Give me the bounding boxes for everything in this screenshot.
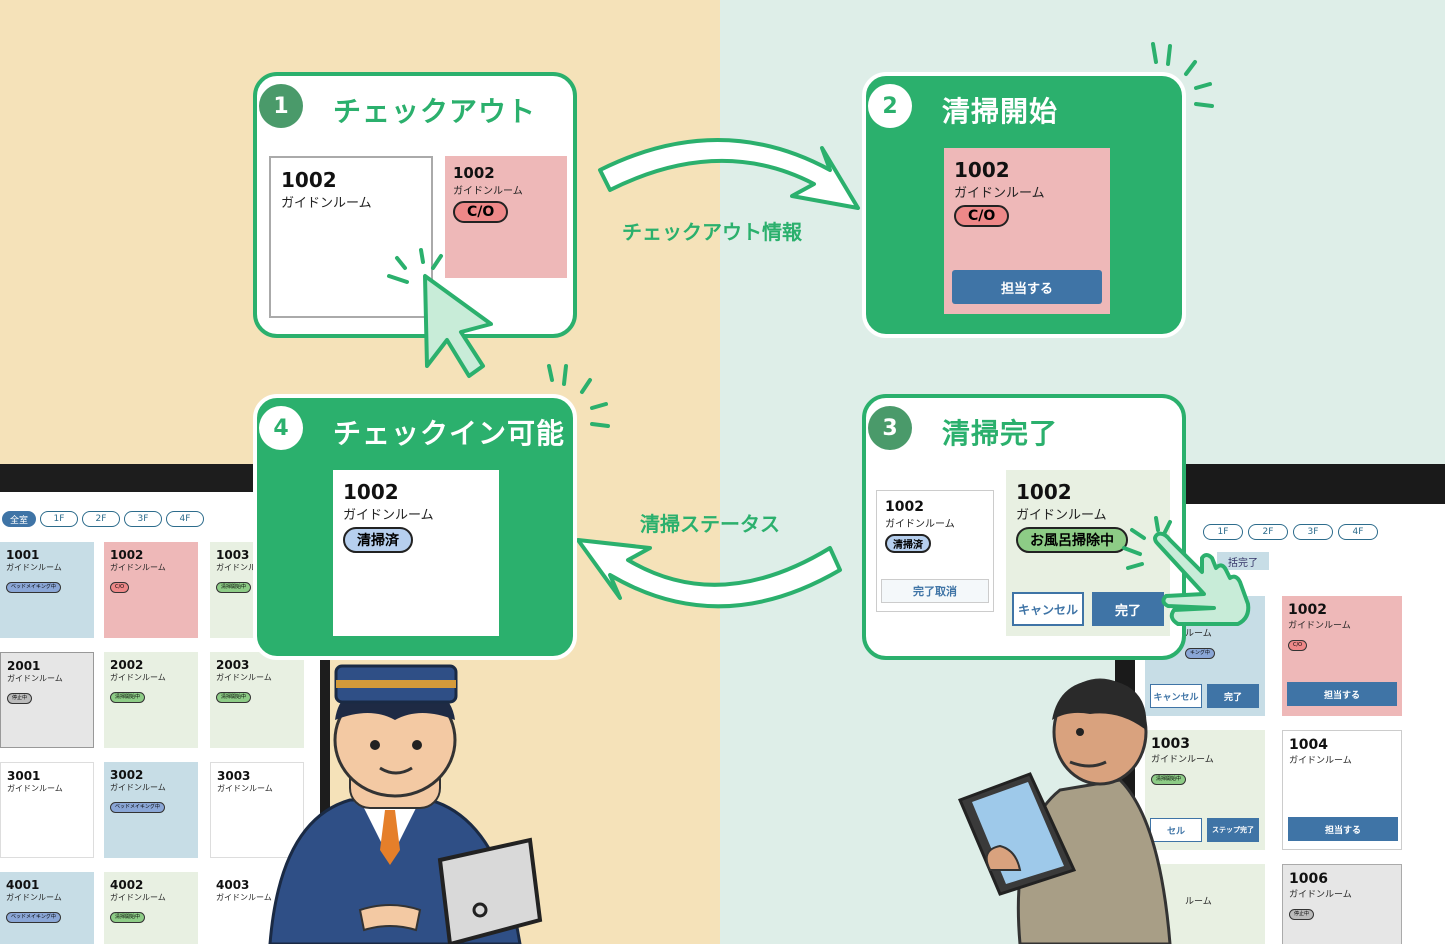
step1-title: チェックアウト xyxy=(333,95,537,128)
cursor-icon xyxy=(387,248,493,378)
pc-filter-4f[interactable]: 4F xyxy=(166,511,204,527)
arrow-status-back xyxy=(576,538,842,609)
step1-number-badge: 1 xyxy=(259,84,303,128)
tab-bulk-complete-button[interactable]: 括完了 xyxy=(1217,552,1269,570)
tab-filter-3f[interactable]: 3F xyxy=(1293,524,1333,540)
step4-title: チェックイン可能 xyxy=(333,417,566,450)
sparkle-icon xyxy=(547,42,1214,428)
step3-number-badge: 3 xyxy=(868,406,912,450)
pc-filter-all[interactable]: 全室 xyxy=(2,511,36,527)
tab-cancel-button-partial[interactable]: セル xyxy=(1150,818,1202,842)
tab-assign-button[interactable]: 担当する xyxy=(1288,817,1398,841)
arrow-checkout-to-cleaning xyxy=(598,138,860,210)
checkout-badge: C/O xyxy=(954,205,1010,227)
cleaned-badge: 清掃済 xyxy=(343,527,413,553)
undo-complete-button[interactable]: 完了取消 xyxy=(881,579,989,603)
cleaner-illustration xyxy=(958,678,1172,944)
done-button[interactable]: 完了 xyxy=(1092,592,1164,626)
step2-number-badge: 2 xyxy=(868,84,912,128)
tab-done-button[interactable]: 完了 xyxy=(1207,684,1259,708)
pc-filter-2f[interactable]: 2F xyxy=(82,511,120,527)
pc-filter-1f[interactable]: 1F xyxy=(40,511,78,527)
bath-cleaning-badge: お風呂掃除中 xyxy=(1016,527,1128,553)
pc-filter-3f[interactable]: 3F xyxy=(124,511,162,527)
step2-title: 清掃開始 xyxy=(942,95,1059,128)
tab-assign-button[interactable]: 担当する xyxy=(1287,682,1397,706)
cleaning-status-label: 清掃ステータス xyxy=(640,512,780,536)
tab-cancel-button[interactable]: キャンセル xyxy=(1150,684,1202,708)
step3-title: 清掃完了 xyxy=(942,417,1059,450)
assign-button[interactable]: 担当する xyxy=(952,270,1102,304)
checkout-info-label: チェックアウト情報 xyxy=(622,220,802,244)
tab-filter-4f[interactable]: 4F xyxy=(1338,524,1378,540)
step4-number-badge: 4 xyxy=(259,406,303,450)
receptionist-illustration xyxy=(268,664,543,944)
cleaned-badge: 清掃済 xyxy=(885,534,931,553)
tab-filter-1f[interactable]: 1F xyxy=(1203,524,1243,540)
tab-step-done-button[interactable]: ステップ完了 xyxy=(1207,818,1259,842)
hand-pointer-icon xyxy=(1122,516,1251,626)
cancel-button[interactable]: キャンセル xyxy=(1012,592,1084,626)
tab-filter-2f[interactable]: 2F xyxy=(1248,524,1288,540)
checkout-badge: C/O xyxy=(453,201,509,223)
